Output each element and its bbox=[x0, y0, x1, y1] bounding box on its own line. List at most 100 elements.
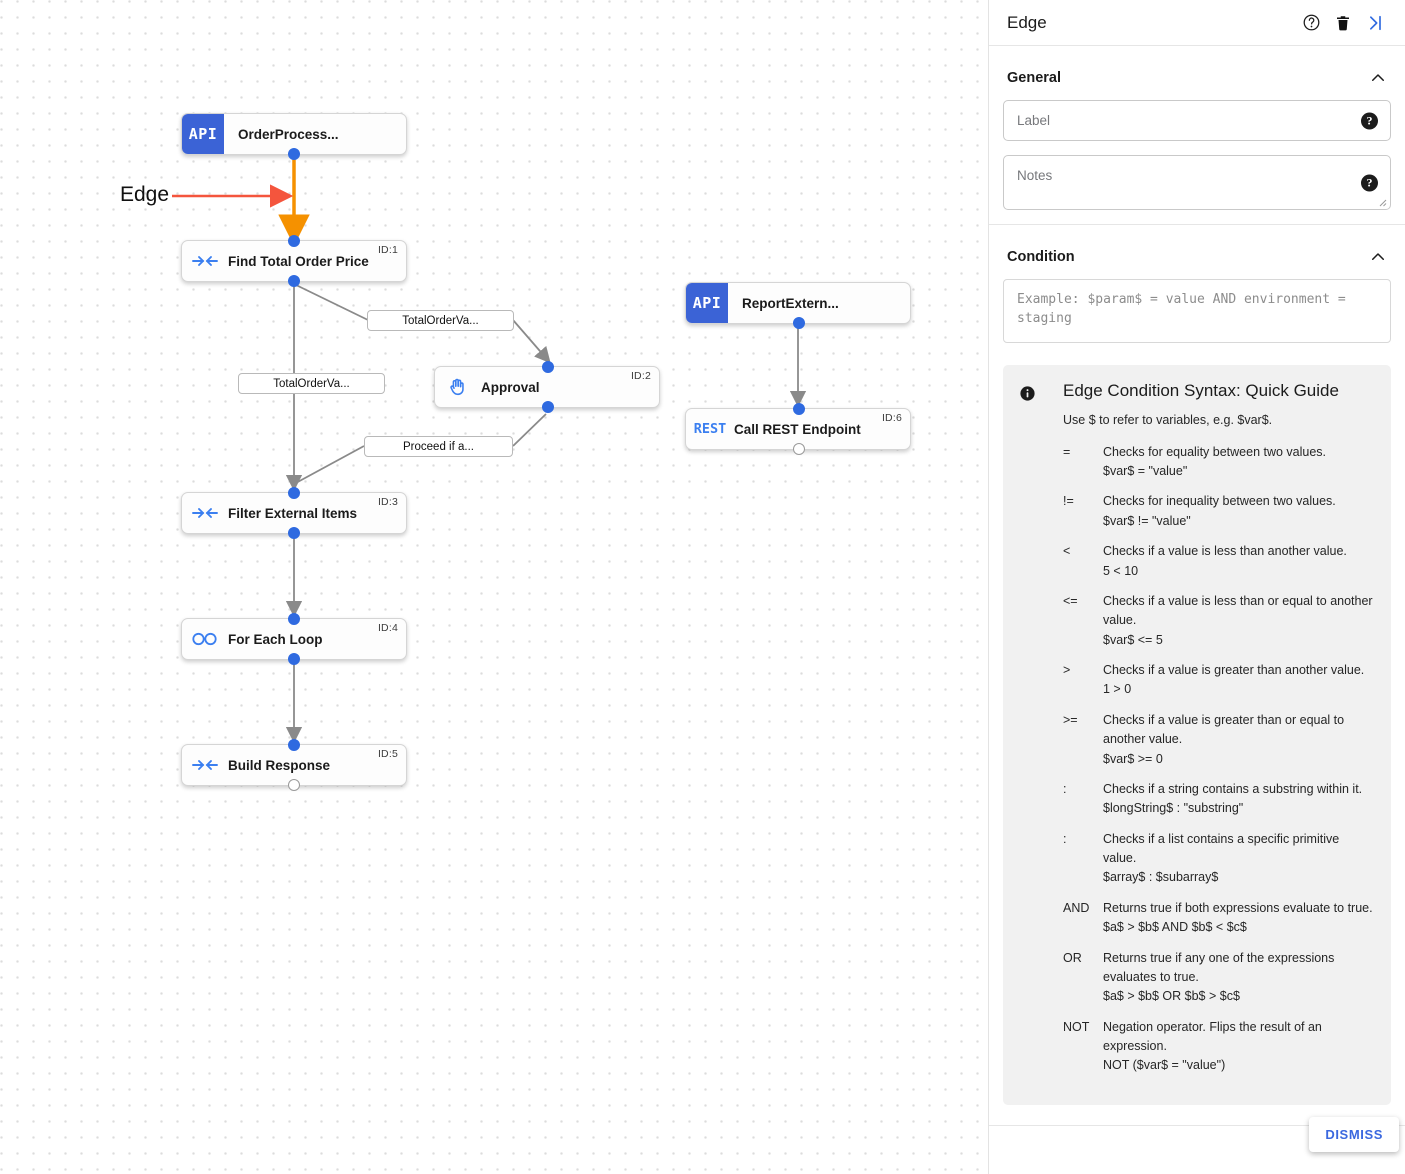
flow-node-reportextern[interactable]: API ReportExtern... bbox=[685, 282, 911, 329]
rest-badge: REST bbox=[693, 421, 727, 437]
node-port-output[interactable] bbox=[793, 317, 805, 329]
node-port-output[interactable] bbox=[288, 527, 300, 539]
condition-input[interactable]: Example: $param$ = value AND environment… bbox=[1003, 279, 1391, 343]
flow-node-call-rest-endpoint[interactable]: REST Call REST Endpoint ID:6 bbox=[685, 403, 911, 455]
edge-label[interactable]: TotalOrderVa... bbox=[238, 373, 385, 394]
node-id-badge: ID:3 bbox=[377, 496, 398, 508]
operator-example: 5 < 10 bbox=[1103, 563, 1139, 578]
node-port-input[interactable] bbox=[288, 235, 300, 247]
node-id-badge: ID:5 bbox=[377, 748, 398, 760]
node-title: Approval bbox=[481, 379, 540, 395]
operator-example: 1 > 0 bbox=[1103, 682, 1132, 697]
edges-layer bbox=[172, 156, 807, 744]
footer-divider bbox=[989, 1125, 1405, 1126]
section-title: General bbox=[1007, 70, 1061, 86]
edge-1-2b bbox=[512, 319, 551, 364]
operator-description: Checks if a string contains a substring … bbox=[1103, 780, 1375, 819]
guide-title: Edge Condition Syntax: Quick Guide bbox=[1063, 380, 1339, 400]
operator-row: <Checks if a value is less than another … bbox=[1063, 542, 1375, 581]
notes-field-placeholder: Notes bbox=[1017, 168, 1053, 183]
operator-symbol: <= bbox=[1063, 593, 1078, 608]
operator-example: $var$ = "value" bbox=[1103, 464, 1188, 479]
panel-body: General Label ? Notes ? bbox=[989, 46, 1405, 1174]
section-title: Condition bbox=[1007, 249, 1075, 265]
operator-description: Checks if a value is greater than anothe… bbox=[1103, 661, 1375, 700]
node-port-output[interactable] bbox=[288, 275, 300, 287]
flow-canvas[interactable]: Edge API OrderProcess... Find Total Orde… bbox=[0, 0, 988, 1174]
operator-symbol: >= bbox=[1063, 712, 1078, 727]
operator-symbol: NOT bbox=[1063, 1019, 1090, 1034]
node-id-badge: ID:1 bbox=[377, 244, 398, 256]
node-port-input[interactable] bbox=[288, 739, 300, 751]
label-field[interactable]: Label ? bbox=[1003, 100, 1391, 141]
condition-placeholder: Example: $param$ = value AND environment… bbox=[1017, 292, 1346, 326]
chevron-up-icon[interactable] bbox=[1369, 69, 1387, 87]
operator-description: Checks if a list contains a specific pri… bbox=[1103, 830, 1375, 888]
edge-2-3b bbox=[293, 445, 365, 485]
page-title: Edge bbox=[1007, 12, 1047, 32]
operator-description: Checks for inequality between two values… bbox=[1103, 492, 1375, 531]
edge-label[interactable]: TotalOrderVa... bbox=[367, 310, 514, 331]
operator-example: $var$ <= 5 bbox=[1103, 632, 1163, 647]
node-title: Build Response bbox=[228, 757, 331, 773]
node-id-badge: ID:4 bbox=[377, 622, 398, 634]
edge-label[interactable]: Proceed if a... bbox=[364, 436, 513, 457]
node-port-input[interactable] bbox=[793, 403, 805, 415]
operator-example: $array$ : $subarray$ bbox=[1103, 870, 1219, 885]
flow-node-approval[interactable]: Approval ID:2 bbox=[434, 361, 660, 413]
panel-header: Edge bbox=[989, 0, 1405, 46]
converge-arrows-icon bbox=[182, 505, 228, 521]
operator-row: NOT Negation operator. Flips the result o… bbox=[1063, 1018, 1375, 1076]
operator-description: Checks if a value is less than another v… bbox=[1103, 542, 1375, 581]
general-section-header[interactable]: General bbox=[1003, 56, 1391, 100]
converge-arrows-icon bbox=[182, 757, 228, 773]
node-port-output[interactable] bbox=[542, 401, 554, 413]
collapse-right-icon[interactable] bbox=[1359, 7, 1391, 39]
operator-example: NOT ($var$ = "value") bbox=[1103, 1058, 1226, 1073]
infinity-icon bbox=[182, 631, 228, 647]
node-port-input[interactable] bbox=[288, 613, 300, 625]
chevron-up-icon[interactable] bbox=[1369, 248, 1387, 266]
resize-grip-icon[interactable] bbox=[1377, 197, 1387, 207]
operator-row: >=Checks if a value is greater than or e… bbox=[1063, 711, 1375, 769]
condition-section-header[interactable]: Condition bbox=[1003, 235, 1391, 279]
flow-node-orderprocess[interactable]: API OrderProcess... bbox=[181, 113, 407, 160]
api-badge: API bbox=[686, 283, 728, 323]
annotation-label: Edge bbox=[120, 183, 170, 206]
flow-node-find-total-order-price[interactable]: Find Total Order Price ID:1 bbox=[181, 235, 407, 287]
node-port-output[interactable] bbox=[288, 148, 300, 160]
label-field-placeholder: Label bbox=[1017, 113, 1051, 128]
node-title: ReportExtern... bbox=[742, 295, 839, 311]
operator-symbol: != bbox=[1063, 494, 1074, 509]
node-port-output[interactable] bbox=[288, 779, 300, 791]
flow-node-build-response[interactable]: Build Response ID:5 bbox=[181, 739, 407, 791]
operator-description: Negation operator. Flips the result of a… bbox=[1103, 1018, 1375, 1076]
node-port-output[interactable] bbox=[793, 443, 805, 455]
operator-example: $a$ > $b$ OR $b$ > $c$ bbox=[1103, 989, 1240, 1004]
node-id-badge: ID:2 bbox=[630, 370, 651, 382]
node-port-input[interactable] bbox=[542, 361, 554, 373]
flow-node-filter-external-items[interactable]: Filter External Items ID:3 bbox=[181, 487, 407, 539]
node-title: Find Total Order Price bbox=[228, 253, 369, 269]
node-id-badge: ID:6 bbox=[881, 412, 902, 424]
notes-field[interactable]: Notes ? bbox=[1003, 155, 1391, 210]
node-port-input[interactable] bbox=[288, 487, 300, 499]
node-title: For Each Loop bbox=[228, 631, 323, 647]
operator-example: $var$ != "value" bbox=[1103, 513, 1191, 528]
operator-symbol: > bbox=[1063, 663, 1071, 678]
edge-2-3a bbox=[512, 413, 547, 447]
condition-section: Condition Example: $param$ = value AND e… bbox=[989, 235, 1405, 1105]
edge-1-2a bbox=[293, 283, 369, 321]
dismiss-button[interactable]: DISMISS bbox=[1309, 1117, 1399, 1152]
trash-icon[interactable] bbox=[1327, 7, 1359, 39]
help-icon[interactable]: ? bbox=[1361, 174, 1378, 191]
section-divider bbox=[989, 224, 1405, 225]
help-circle-icon[interactable] bbox=[1295, 7, 1327, 39]
node-port-output[interactable] bbox=[288, 653, 300, 665]
help-icon[interactable]: ? bbox=[1361, 112, 1378, 129]
flow-node-for-each-loop[interactable]: For Each Loop ID:4 bbox=[181, 613, 407, 665]
operator-row: :Checks if a list contains a specific pr… bbox=[1063, 830, 1375, 888]
node-title: OrderProcess... bbox=[238, 126, 339, 142]
operator-example: $a$ > $b$ AND $b$ < $c$ bbox=[1103, 920, 1247, 935]
